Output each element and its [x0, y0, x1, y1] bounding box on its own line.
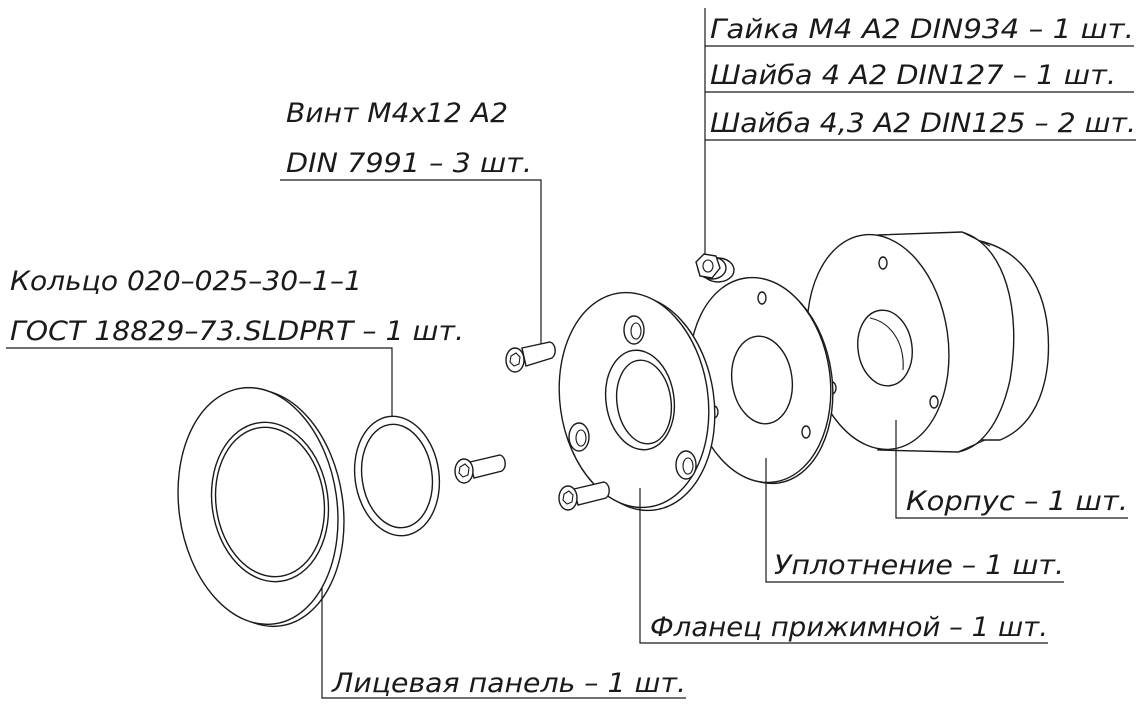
front-panel-window: [214, 426, 326, 578]
flange-label: Фланец прижимной – 1 шт.: [650, 612, 1048, 643]
flange-part: [558, 291, 716, 512]
seal-label: Уплотнение – 1 шт.: [774, 550, 1064, 581]
seal-hole-1: [757, 291, 767, 305]
flange-hole-3-inner: [682, 457, 694, 475]
ring-leader: [6, 347, 393, 432]
screw-1: [505, 341, 556, 373]
flange-leader: [639, 488, 1048, 644]
washer-a-label: Шайба 4 А2 DIN127 – 1 шт.: [710, 60, 1116, 91]
flange-bore-inner: [615, 359, 673, 445]
housing-hole-1: [878, 256, 888, 270]
nut-hex: [695, 253, 721, 279]
washer-b-label: Шайба 4,3 А2 DIN125 – 2 шт.: [710, 108, 1136, 139]
seal-bore: [730, 335, 794, 425]
o-ring-part: [353, 415, 441, 537]
housing-bore: [857, 309, 913, 387]
housing-leader: [895, 420, 1128, 519]
front-panel-part: [177, 386, 345, 628]
screw-label-line1: Винт М4х12 А2: [286, 98, 508, 129]
seal-hole-2: [801, 425, 811, 439]
housing-label: Корпус – 1 шт.: [906, 486, 1128, 517]
seal-part: [688, 276, 834, 485]
flange-hole-2-inner: [575, 429, 587, 447]
screw-3-hex-socket: [562, 490, 574, 505]
nut-label: Гайка М4 А2 DIN934 – 1 шт.: [710, 14, 1134, 45]
housing-edge-top: [961, 231, 991, 247]
screw-3: [558, 481, 610, 511]
housing-edge-bottom: [957, 439, 986, 453]
housing-part: [806, 231, 1050, 453]
flange-hole-1-inner: [630, 322, 642, 340]
ring-label-line2: ГОСТ 18829–73.SLDPRT – 1 шт.: [10, 316, 464, 347]
nut-washer-stack: [695, 253, 735, 283]
housing-hole-2: [929, 395, 939, 409]
o-ring-inner: [360, 423, 434, 529]
screw-label-line2: DIN 7991 – 3 шт.: [286, 148, 532, 179]
front-panel-label: Лицевая панель – 1 шт.: [331, 668, 686, 699]
nut-thread: [702, 259, 714, 273]
screw-2: [454, 454, 506, 484]
front-panel-leader: [321, 588, 686, 699]
screw-2-hex-socket: [458, 463, 470, 478]
screw-callout: Винт М4х12 А2 DIN 7991 – 3 шт.: [280, 98, 542, 345]
housing-bore-inner: [869, 317, 904, 371]
ring-callout: Кольцо 020–025–30–1–1 ГОСТ 18829–73.SLDP…: [6, 266, 464, 432]
hardware-callout: Гайка М4 А2 DIN934 – 1 шт. Шайба 4 А2 DI…: [704, 8, 1136, 258]
seal-leader: [765, 458, 1064, 583]
screw-1-hex-socket: [509, 352, 521, 367]
ring-label-line1: Кольцо 020–025–30–1–1: [10, 266, 362, 297]
screw-leader: [280, 179, 542, 345]
